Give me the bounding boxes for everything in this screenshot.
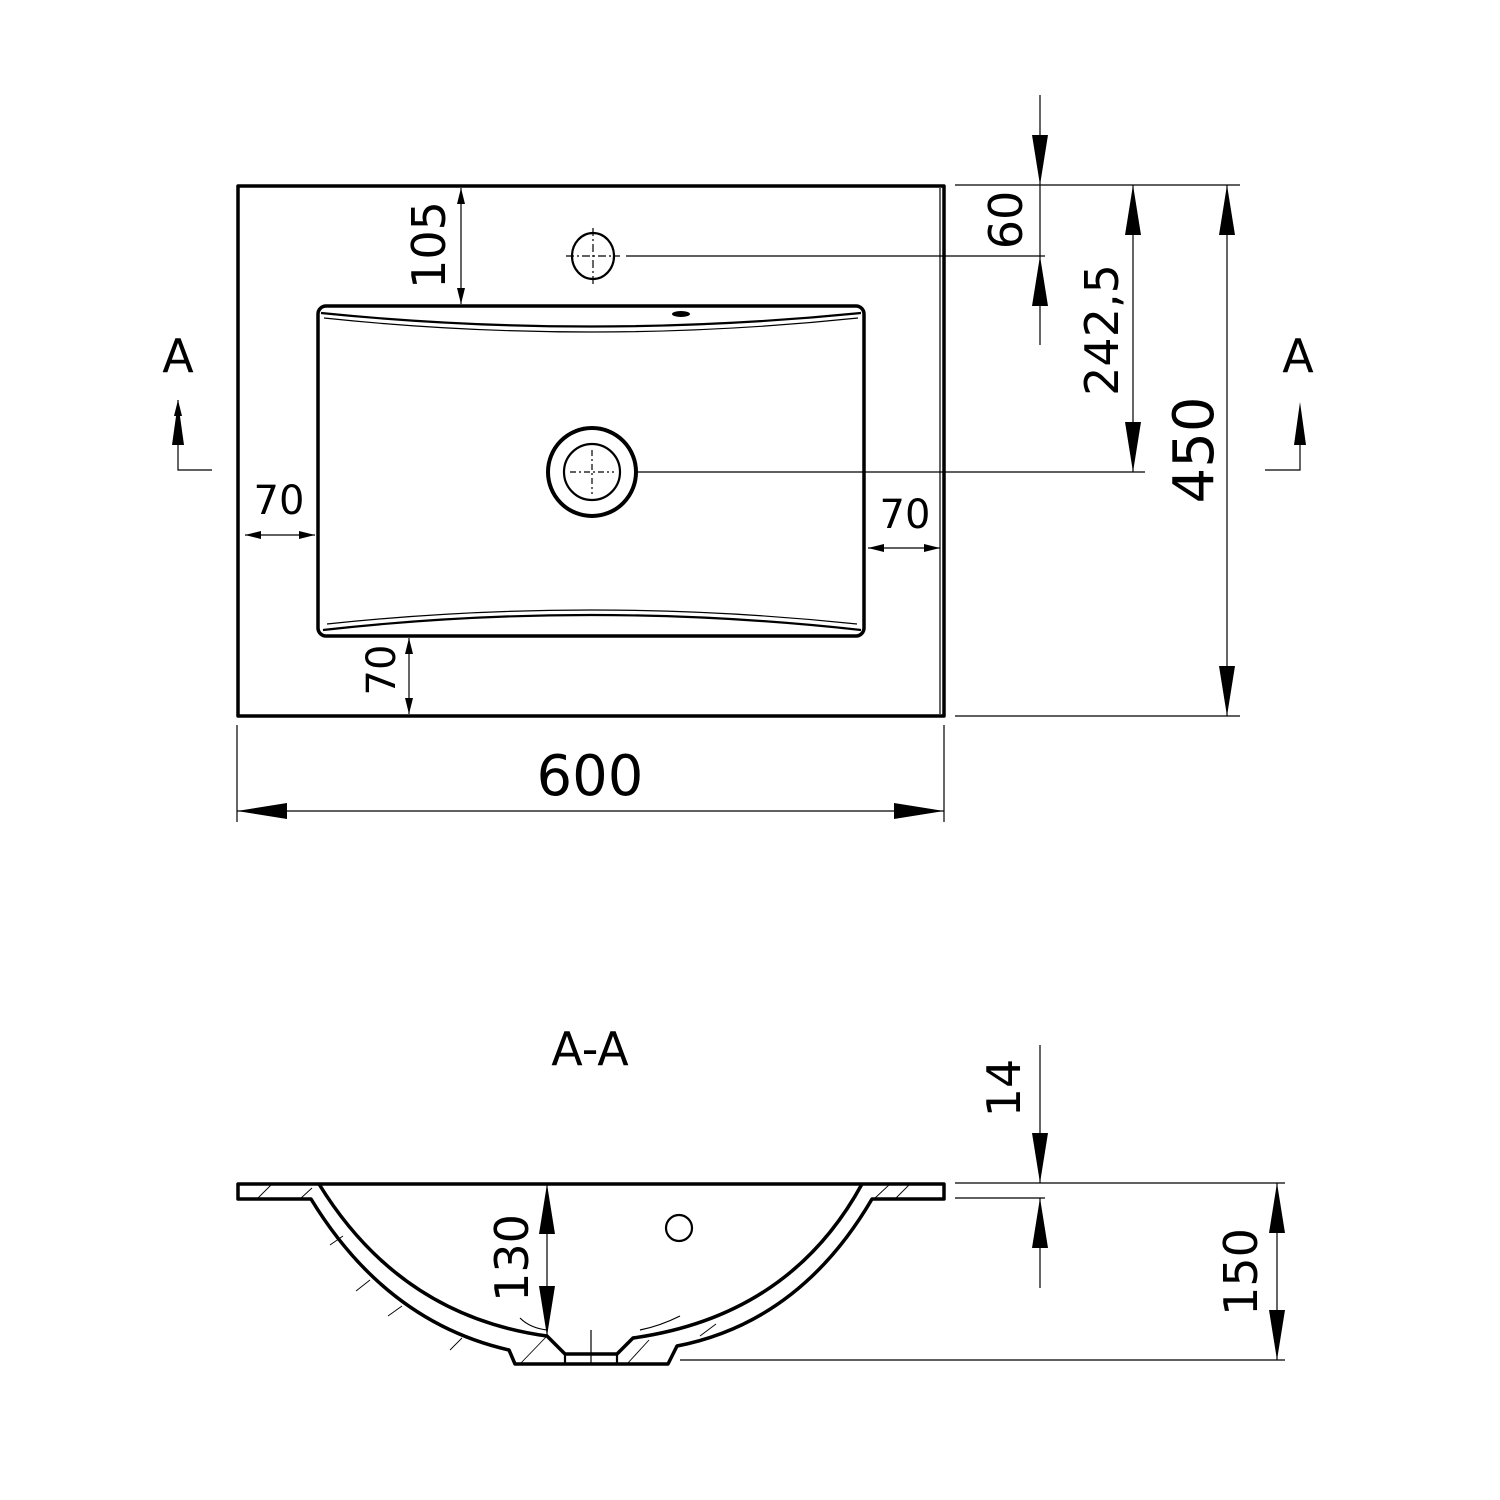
dim-rim-thickness: 14 [977,1059,1031,1118]
svg-text:A: A [1282,329,1314,383]
dim-bowl-depth: 130 [485,1214,539,1302]
dim-tap-to-basin: 105 [402,201,456,289]
dim-rim-right: 70 [880,492,931,538]
dim-drain-offset: 242,5 [1075,264,1129,396]
countertop-outline [236,184,946,718]
top-view: 105 60 242,5 450 70 70 70 600 A [162,95,1314,822]
basin-outline [316,304,866,638]
overflow-slot [672,311,690,317]
dim-depth: 450 [1162,397,1227,504]
section-profile [236,1182,946,1366]
dim-rim-front: 70 [359,645,405,696]
dim-tap-offset: 60 [979,191,1033,250]
svg-text:A: A [162,329,194,383]
dim-total-height: 150 [1214,1228,1268,1316]
dim-rim-left: 70 [254,478,305,524]
section-tap-hole [664,1213,694,1243]
section-marker-left: A [162,329,212,471]
dim-width: 600 [537,744,644,809]
tap-hole [566,228,620,284]
section-marker-right: A [1265,329,1314,471]
drain-hole [546,426,638,518]
section-title: A-A [551,1022,629,1076]
section-view: A-A [236,1022,1285,1366]
